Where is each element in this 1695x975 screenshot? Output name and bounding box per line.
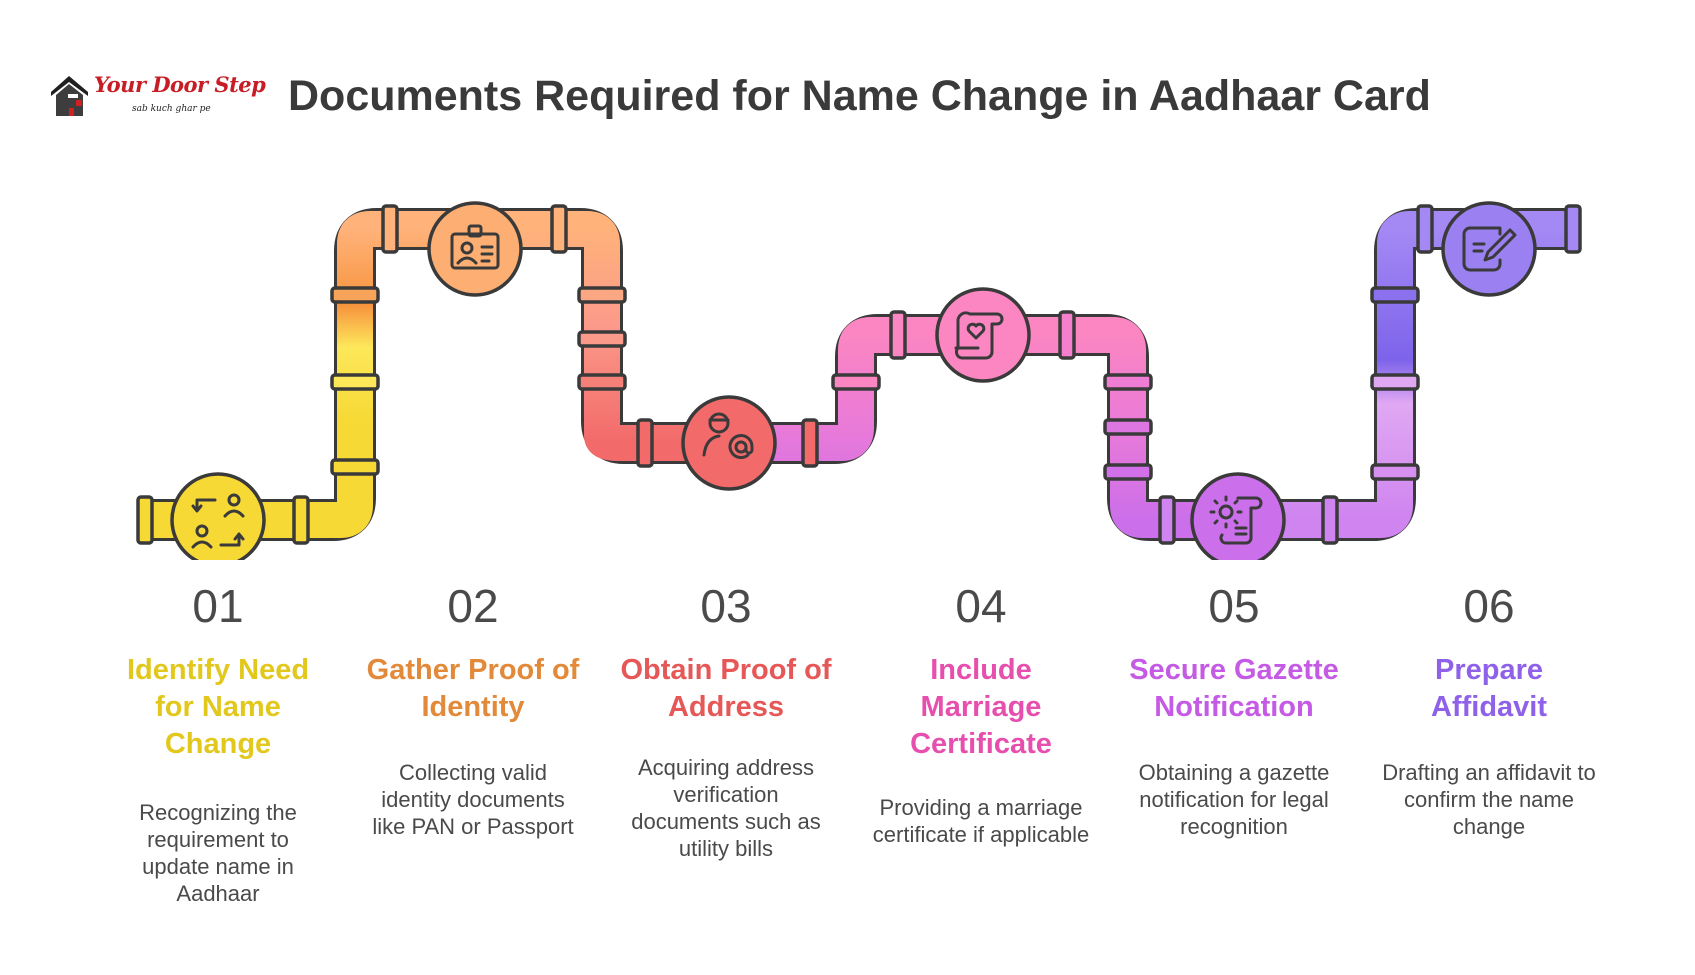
step-node-6 — [1441, 201, 1537, 297]
heart-scroll-icon — [954, 311, 1004, 360]
pipeline-diagram — [136, 201, 1582, 560]
step-number: 02 — [447, 580, 499, 632]
seal-scroll-icon — [1209, 495, 1263, 545]
step-title: Prepare Affidavit — [1431, 654, 1547, 723]
step-description: Obtaining a gazette notification for leg… — [1138, 760, 1330, 839]
house-logo-icon — [51, 76, 88, 116]
brand-name: Your Door Step — [94, 72, 266, 97]
step-description: Acquiring address verification documents… — [631, 755, 821, 861]
step-number: 03 — [700, 580, 752, 632]
step-2: 02 Gather Proof of Identity Collecting v… — [358, 580, 588, 840]
step-description: Providing a marriage certificate if appl… — [872, 795, 1090, 847]
step-title: Include Marriage Certificate — [910, 654, 1052, 760]
step-title: Secure Gazette Notification — [1129, 654, 1339, 723]
step-6: 06 Prepare Affidavit Drafting an affidav… — [1374, 580, 1604, 840]
step-5: 05 Secure Gazette Notification Obtaining… — [1119, 580, 1349, 840]
pen-document-icon — [1462, 226, 1517, 272]
step-description: Collecting valid identity documents like… — [372, 760, 574, 839]
step-node-5 — [1190, 472, 1286, 560]
id-card-icon — [450, 224, 500, 270]
step-1: 01 Identify Need for Name Change Recogni… — [103, 580, 333, 907]
pipe-couplings — [136, 204, 1582, 545]
step-description: Recognizing the requirement to update na… — [139, 800, 297, 906]
person-at-icon — [702, 412, 754, 459]
page-title: Documents Required for Name Change in Aa… — [288, 72, 1431, 120]
step-number: 06 — [1463, 580, 1515, 632]
brand-logo: Your Door Step sab kuch ghar pe — [48, 66, 270, 126]
step-number: 05 — [1208, 580, 1260, 632]
user-swap-icon — [191, 493, 245, 549]
step-number: 01 — [192, 580, 244, 632]
step-title: Obtain Proof of Address — [620, 654, 832, 723]
step-title: Gather Proof of Identity — [366, 654, 580, 723]
step-number: 04 — [955, 580, 1007, 632]
step-node-1 — [170, 472, 266, 560]
step-node-4 — [935, 287, 1031, 383]
step-description: Drafting an affidavit to confirm the nam… — [1382, 760, 1596, 839]
step-title: Identify Need for Name Change — [126, 654, 310, 760]
step-4: 04 Include Marriage Certificate Providin… — [866, 580, 1096, 848]
brand-tagline: sab kuch ghar pe — [132, 104, 211, 114]
step-3: 03 Obtain Proof of Address Acquiring add… — [611, 580, 841, 862]
step-node-3 — [681, 395, 777, 491]
step-node-2 — [427, 201, 523, 297]
